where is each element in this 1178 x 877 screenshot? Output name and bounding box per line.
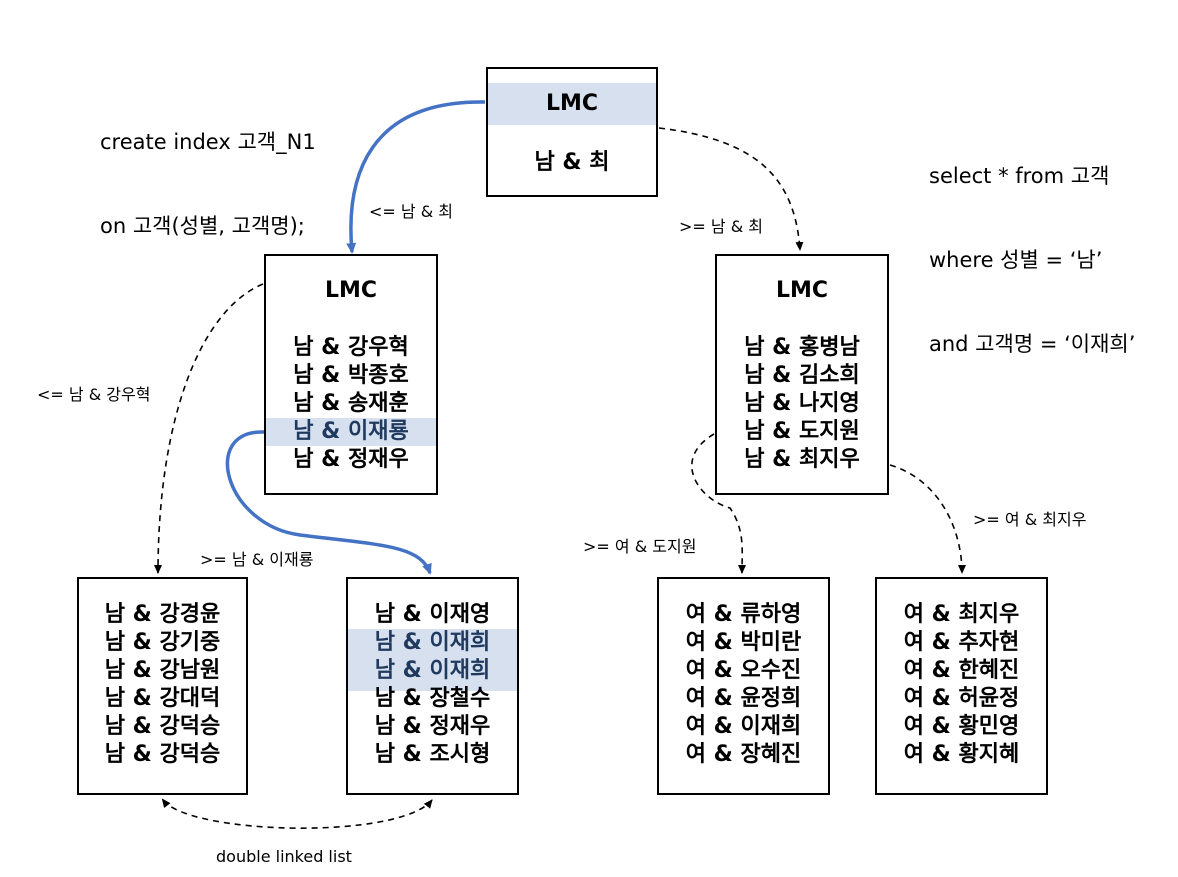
left-to-leaf1-arrow (154, 283, 264, 574)
leaf-node-4: 여 & 최지우 여 & 추자현 여 & 한혜진 여 & 허윤정 여 & 황민영 … (875, 577, 1048, 795)
branch-left-entry: 남 & 송재훈 (293, 391, 409, 416)
branch-left-entry: 남 & 강우혁 (293, 335, 409, 360)
leaf2-entry: 남 & 장철수 (374, 686, 491, 711)
label-left-4: >= 남 & 이재룡 (200, 550, 314, 569)
root-entry: 남 & 최 (534, 150, 610, 175)
leaf1-entry: 남 & 강경윤 (104, 602, 221, 627)
right-to-leaf3-arrow (691, 433, 747, 574)
label-right-4: >= 여 & 도지원 (583, 537, 697, 556)
branch-left-entry: 남 & 정재우 (293, 447, 409, 472)
leaf3-entry: 여 & 오수진 (685, 658, 802, 683)
leaf2-entry: 남 & 이재영 (374, 602, 491, 627)
leaf4-entry: 여 & 황지혜 (903, 742, 1020, 767)
leaf3-entry: 여 & 장혜진 (685, 742, 802, 767)
leaf4-entry: 여 & 최지우 (903, 602, 1020, 627)
leaf4-entry: 여 & 한혜진 (903, 658, 1020, 683)
label-double-linked-list: double linked list (216, 847, 352, 866)
label-right-5: >= 여 & 최지우 (973, 510, 1087, 529)
branch-left-node: LMC 남 & 강우혁 남 & 박종호 남 & 송재훈 남 & 이재룡 남 & … (264, 254, 438, 495)
leaf4-entry: 여 & 황민영 (903, 714, 1020, 739)
create-sql-line2: on 고객(성별, 고객명); (100, 214, 305, 238)
leaf3-entry: 여 & 박미란 (685, 630, 802, 655)
create-sql-line1: create index 고객_N1 (100, 130, 316, 154)
branch-right-entry: 남 & 최지우 (744, 447, 860, 472)
label-root-left: <= 남 & 최 (369, 202, 453, 221)
leaf3-entry: 여 & 류하영 (685, 602, 802, 627)
leaf1-entry: 남 & 강덕승 (104, 714, 221, 739)
branch-left-entry-highlighted: 남 & 이재룡 (266, 418, 436, 446)
branch-left-lmc-header: LMC (324, 278, 378, 303)
branch-right-entry: 남 & 홍병남 (744, 335, 860, 360)
right-to-leaf4-arrow (889, 464, 966, 574)
leaf1-entry: 남 & 강덕승 (104, 742, 221, 767)
leaf2-entry: 남 & 조시형 (374, 742, 491, 767)
branch-right-entry: 남 & 나지영 (744, 391, 860, 416)
create-index-sql: create index 고객_N1 on 고객(성별, 고객명); (100, 72, 316, 268)
root-node: LMC 남 & 최 (486, 67, 658, 197)
leaf-node-3: 여 & 류하영 여 & 박미란 여 & 오수진 여 & 윤정희 여 & 이재희 … (657, 577, 830, 795)
leaf2-entry: 남 & 정재우 (374, 714, 491, 739)
branch-right-entry: 남 & 김소희 (744, 363, 860, 388)
leaf3-entry: 여 & 이재희 (685, 714, 802, 739)
leaf-node-1: 남 & 강경윤 남 & 강기중 남 & 강남원 남 & 강대덕 남 & 강덕승 … (77, 577, 248, 795)
search-path-left-to-leaf2 (225, 430, 432, 575)
root-to-right-arrow (658, 127, 804, 251)
select-sql-line2: where 성별 = ‘남’ (929, 248, 1103, 272)
leaf4-entry: 여 & 허윤정 (903, 686, 1020, 711)
branch-right-node: LMC 남 & 홍병남 남 & 김소희 남 & 나지영 남 & 도지원 남 & … (715, 254, 889, 495)
label-left-lmc: <= 남 & 강우혁 (37, 385, 151, 404)
leaf2-entry-highlighted: 남 & 이재희 (348, 629, 517, 657)
leaf4-entry: 여 & 추자현 (903, 630, 1020, 655)
leaf2-entry-highlighted: 남 & 이재희 (348, 657, 517, 691)
branch-right-entry: 남 & 도지원 (744, 419, 860, 444)
search-path-root-to-left (346, 100, 486, 254)
leaf1-entry: 남 & 강기중 (104, 630, 221, 655)
select-sql-line1: select * from 고객 (929, 164, 1110, 188)
branch-left-entry: 남 & 박종호 (293, 363, 409, 388)
branch-right-lmc-header: LMC (775, 278, 829, 303)
select-sql-line3: and 고객명 = ‘이재희’ (929, 332, 1136, 356)
leaf1-entry: 남 & 강대덕 (104, 686, 221, 711)
root-lmc-header: LMC (488, 83, 656, 125)
select-sql: select * from 고객 where 성별 = ‘남’ and 고객명 … (929, 106, 1135, 386)
leaf-node-2: 남 & 이재영 남 & 이재희 남 & 이재희 남 & 장철수 남 & 정재우 … (346, 577, 519, 795)
leaf3-entry: 여 & 윤정희 (685, 686, 802, 711)
leaf1-entry: 남 & 강남원 (104, 658, 221, 683)
label-root-right: >= 남 & 최 (679, 217, 763, 236)
double-linked-list-arrow (161, 798, 433, 829)
